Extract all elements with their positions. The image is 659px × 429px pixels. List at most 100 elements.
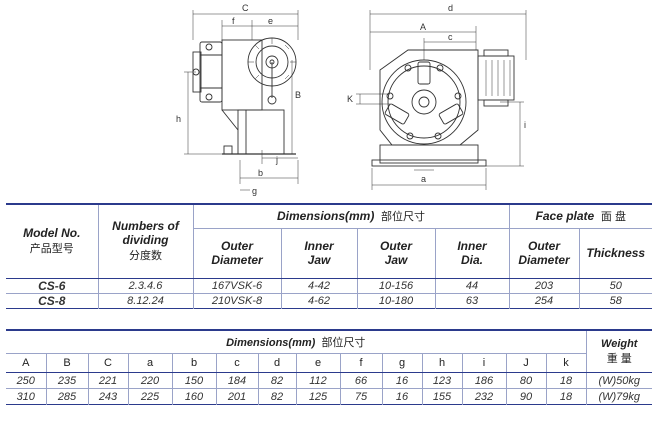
thickness-header-l1: Thickness [586, 246, 646, 260]
inner-jaw-header-l2: Jaw [307, 253, 331, 267]
dimensions-header-cell: Dimensions(mm) 部位尺寸 [6, 330, 587, 354]
thickness-cell: 58 [609, 294, 622, 307]
model-cell: CS-8 [6, 293, 99, 308]
inner-dia-header-l1: Inner [457, 239, 487, 253]
weight-header: Weight [601, 337, 638, 350]
fp-outer-header-l1: Outer [527, 239, 560, 253]
dim-cell-b: 150 [172, 372, 217, 389]
inner-jaw-header-l1: Inner [304, 239, 334, 253]
outer-jaw-cell: 10-156 [357, 278, 436, 294]
inner-dia-cell: 44 [435, 278, 510, 294]
dim-cell-f: 75 [340, 388, 383, 405]
dim-cell-h: 123 [422, 372, 463, 389]
outer-diameter-cell: 210VSK-8 [193, 293, 282, 308]
left-side-view [184, 10, 299, 191]
weight-cell: (W)50kg [586, 372, 652, 389]
dim-cell-C: 221 [88, 372, 129, 389]
dim-label-h: h [176, 114, 181, 124]
dim-cell-e: 112 [296, 372, 341, 389]
drawing-svg: C f e B h b j g d A c K i a [176, 3, 527, 196]
dim-cell-J: 90 [506, 388, 547, 405]
dim-cell-a: 220 [128, 372, 173, 389]
dim-cell-C: 243 [88, 388, 129, 405]
outer-jaw-cell: 10-180 [357, 293, 436, 308]
dim-cell-i: 232 [462, 388, 507, 405]
dim-column-header-B: B [46, 353, 89, 373]
dim-cell-c: 201 [216, 388, 259, 405]
dim-column-header-b: b [172, 353, 217, 373]
table-row: CS-6 2.3.4.6 167VSK-6 4-42 10-156 44 203… [6, 278, 652, 294]
weight-header-cell: Weight 重 量 [586, 330, 652, 373]
divisions-header-cn: 分度数 [129, 250, 162, 263]
dimensions-header-cell: Dimensions(mm) 部位尺寸 [193, 204, 510, 229]
dim-column-header-a: a [128, 353, 173, 373]
model-header-cn: 产品型号 [29, 243, 74, 256]
dim-cell-i: 186 [462, 372, 507, 389]
dim-cell-g: 16 [382, 388, 423, 405]
table-row: CS-8 8.12.24 210VSK-8 4-62 10-180 63 254… [6, 293, 652, 308]
weight-header-cn: 重 量 [606, 352, 632, 365]
dim-table-header: Dimensions(mm) [226, 337, 316, 349]
divisions-header-cell: Numbers of dividing 分度数 [98, 204, 194, 279]
outer-diameter-cell: 167VSK-6 [193, 278, 282, 294]
divisions-cell: 8.12.24 [98, 293, 194, 308]
dim-cell-c: 184 [216, 372, 259, 389]
dim-cell-A: 310 [6, 388, 47, 405]
outer-jaw-header-l2: Jaw [384, 253, 408, 267]
dim-label-c: c [448, 32, 453, 42]
thickness-cell: 50 [579, 278, 652, 294]
fp-outer-header-l2: Diameter [518, 253, 570, 267]
inner-jaw-cell: 4-42 [281, 278, 358, 294]
dim-label-C: C [242, 3, 249, 13]
dim-cell-B: 285 [46, 388, 89, 405]
technical-drawing: C f e B h b j g d A c K i a [0, 0, 659, 200]
dim-cell-J: 80 [506, 372, 547, 389]
dim-column-header-A: A [6, 353, 47, 373]
dim-column-header-f: f [340, 353, 383, 373]
dim-label-B: B [295, 90, 301, 100]
dim-column-header-e: e [296, 353, 341, 373]
divisions-header-line1: Numbers of [112, 219, 179, 234]
model-header-cell: Model No. 产品型号 [6, 204, 99, 279]
dimensions-header: Dimensions(mm) [276, 209, 375, 224]
dim-label-j: j [275, 155, 278, 165]
outer-jaw-header-l1: Outer [379, 239, 412, 253]
dimensions-header-cn: 部位尺寸 [381, 211, 426, 224]
divisions-cell: 2.3.4.6 [98, 278, 194, 294]
dim-label-i: i [524, 120, 526, 130]
dim-label-g: g [252, 186, 257, 196]
thickness-header: Thickness [579, 228, 652, 279]
dim-column-header-c: c [216, 353, 259, 373]
dim-column-header-J: J [506, 353, 547, 373]
dim-cell-h: 155 [422, 388, 463, 405]
dim-column-header-i: i [462, 353, 507, 373]
dim-cell-g: 16 [382, 372, 423, 389]
faceplate-header: Face plate [535, 209, 595, 224]
dim-label-d: d [448, 3, 453, 13]
model-header: Model No. [23, 226, 81, 241]
dim-cell-k: 18 [546, 388, 587, 405]
dim-cell-a: 225 [128, 388, 173, 405]
faceplate-header-cn: 面 盘 [600, 211, 626, 224]
inner-dia-header: Inner Dia. [435, 228, 510, 279]
dim-label-K: K [347, 94, 353, 104]
faceplate-header-cell: Face plate 面 盘 [509, 204, 652, 229]
dim-table-header-cn: 部位尺寸 [321, 337, 366, 349]
inner-jaw-header: Inner Jaw [281, 228, 358, 279]
dim-cell-k: 18 [546, 372, 587, 389]
dim-cell-f: 66 [340, 372, 383, 389]
dim-label-A: A [420, 22, 426, 32]
dim-cell-A: 250 [6, 372, 47, 389]
outer-diameter-header: Outer Diameter [193, 228, 282, 279]
fp-outer-cell: 254 [509, 293, 580, 308]
dim-column-header-g: g [382, 353, 423, 373]
outer-diameter-header-l2: Diameter [211, 253, 263, 267]
spec-table: Model No. 产品型号 Numbers of dividing 分度数 D… [6, 203, 652, 309]
dim-cell-b: 160 [172, 388, 217, 405]
dim-column-header-h: h [422, 353, 463, 373]
dim-column-header-k: k [546, 353, 587, 373]
right-front-view [356, 10, 527, 190]
dim-cell-d: 82 [258, 372, 297, 389]
